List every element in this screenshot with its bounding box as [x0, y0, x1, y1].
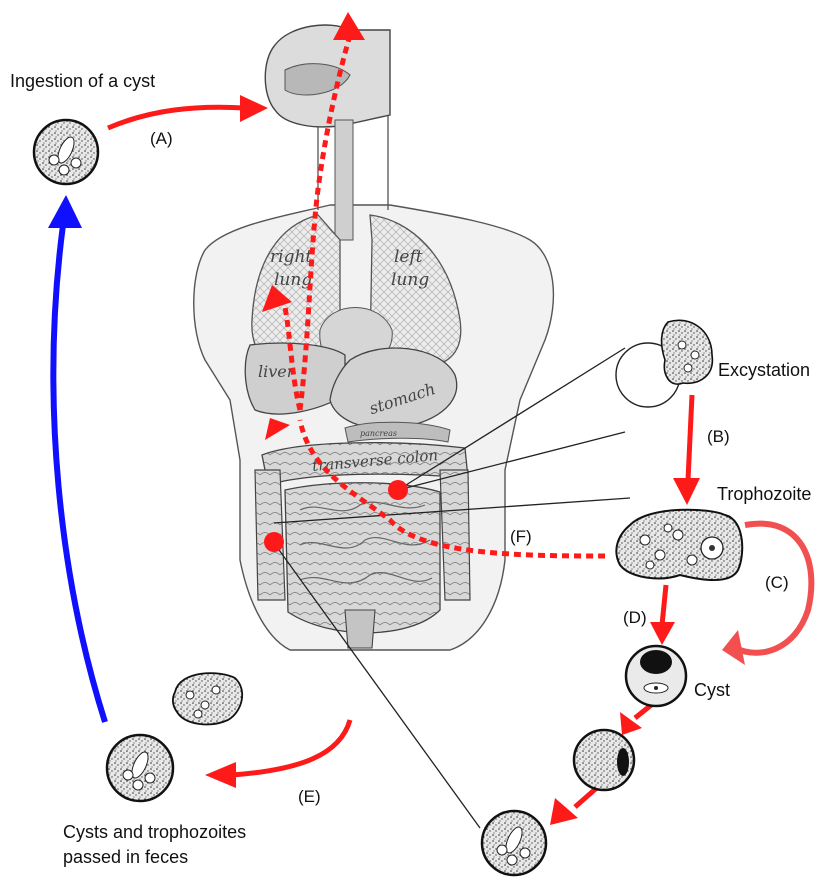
- human-anatomy-illustration: right lung left lung liver stomach pancr…: [194, 25, 554, 650]
- cecum-infection-site: [264, 532, 284, 552]
- ingested-cyst: [34, 120, 98, 184]
- mature-cyst: [482, 811, 546, 875]
- excysting-amoeba: [616, 320, 712, 407]
- cyst-maturation-arrow-2: [550, 785, 600, 825]
- encystation-arrow-D: [650, 585, 675, 645]
- step-d-label: (D): [623, 608, 647, 627]
- cyst-label: Cyst: [694, 680, 730, 700]
- excretion-label-line2: passed in feces: [63, 847, 188, 867]
- left-lung-label-line1: left: [394, 247, 423, 267]
- excystation-label: Excystation: [718, 360, 810, 380]
- reinfection-arrow-blue: [48, 195, 105, 722]
- step-f-label: (F): [510, 527, 532, 546]
- step-e-label: (E): [298, 787, 321, 806]
- right-lung-label-line1: right: [270, 247, 312, 267]
- descending-colon: [440, 470, 470, 600]
- step-a-label: (A): [150, 129, 173, 148]
- immature-cyst: [626, 646, 686, 706]
- trophozoite-label: Trophozoite: [717, 484, 811, 504]
- trophozoite-cell: [616, 510, 742, 580]
- right-lung-label-line2: lung: [274, 270, 312, 290]
- maturing-cyst: [574, 730, 634, 790]
- excretion-label-line1: Cysts and trophozoites: [63, 822, 246, 842]
- pancreas-label: pancreas: [360, 429, 397, 438]
- excreted-trophozoite: [173, 673, 242, 724]
- excretion-arrow-E: [205, 720, 350, 788]
- ingestion-label: Ingestion of a cyst: [10, 71, 155, 91]
- liver-label: liver: [258, 362, 296, 381]
- left-lung-label-line2: lung: [391, 270, 429, 290]
- excreted-cyst: [107, 735, 173, 801]
- step-b-label: (B): [707, 427, 730, 446]
- excystation-arrow-B: [673, 395, 700, 505]
- esophagus: [335, 120, 353, 240]
- colon-infection-site: [388, 480, 408, 500]
- ingestion-arrow-A: [108, 95, 268, 128]
- step-c-label: (C): [765, 573, 789, 592]
